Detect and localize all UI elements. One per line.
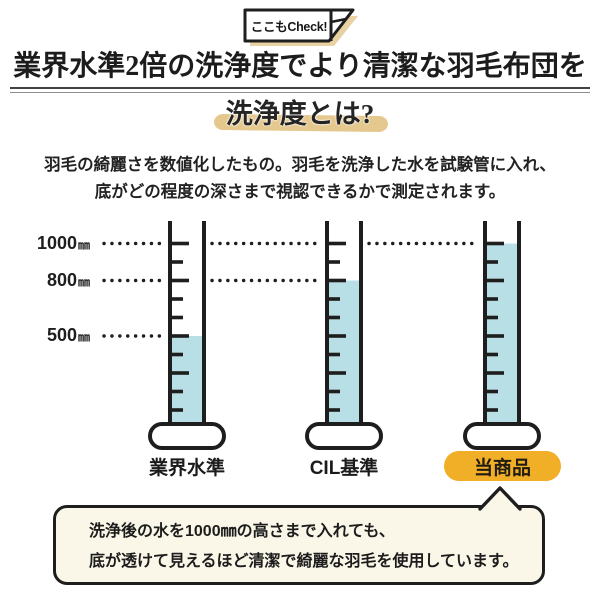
- tube-label-cil-standard: CIL基準: [309, 458, 379, 479]
- tube-tick: [487, 315, 498, 320]
- tube-wall-left: [483, 221, 487, 430]
- axis-label-1000mm: 1000㎜: [0, 233, 90, 256]
- tube-wall-right: [359, 221, 363, 430]
- tube-tick: [487, 408, 498, 412]
- callout-box: 洗浄後の水を1000㎜の高さまで入れても、 底が透けて見えるほど清潔で綺麗な羽毛…: [53, 505, 545, 585]
- tube-tick: [329, 297, 340, 301]
- badge-label: ここもCheck!: [250, 19, 328, 34]
- tube-base: [148, 422, 226, 450]
- tube-tick: [487, 334, 504, 338]
- tube-wall-right: [202, 221, 206, 430]
- tube-tick: [487, 241, 504, 246]
- callout-line-1: 洗浄後の水を1000㎜の高さまで入れても、: [89, 523, 395, 540]
- tube-tick: [172, 389, 183, 394]
- section-heading: 洗浄度とは?: [225, 99, 375, 129]
- tube-base: [463, 422, 541, 450]
- axis-label-500mm: 500㎜: [0, 325, 90, 348]
- tube-tick: [329, 278, 346, 283]
- tube-wall-right: [517, 221, 521, 430]
- tube-tick: [487, 278, 504, 283]
- axis-label-800mm: 800㎜: [0, 270, 90, 293]
- description-line-2: 底がどの程度の深さまで視認できるかで測定されます。: [94, 183, 506, 201]
- tube-tick: [329, 352, 340, 357]
- tube-tick: [172, 371, 189, 375]
- tube-wall-left: [325, 221, 329, 430]
- badge-note-body: [243, 8, 355, 43]
- axis-value: 500: [46, 325, 77, 345]
- axis-unit: ㎜: [77, 275, 90, 289]
- badge-fold-crease: [330, 17, 347, 24]
- tube-tick: [329, 241, 346, 246]
- callout-pointer-shape: [478, 486, 522, 511]
- tube-tick: [172, 278, 189, 283]
- tube-tick: [329, 260, 340, 264]
- tube-tick: [329, 371, 346, 375]
- tube-tick: [172, 260, 183, 264]
- tube-wall-left: [168, 221, 172, 430]
- tube-label-industry-standard: 業界水準: [148, 458, 225, 479]
- axis-unit: ㎜: [77, 238, 90, 252]
- tube-tick: [329, 389, 340, 394]
- callout-line-2: 底が透けて見えるほど清潔で綺麗な羽毛を使用しています。: [89, 553, 519, 570]
- page-title: 業界水準2倍の洗浄度でより清潔な羽毛布団を: [13, 51, 587, 82]
- folded-note-icon: [243, 8, 358, 46]
- title-divider: [10, 87, 590, 93]
- tube-tick: [172, 297, 183, 301]
- tube-tick: [172, 315, 183, 320]
- axis-unit: ㎜: [77, 330, 90, 344]
- tube-tick: [487, 260, 498, 264]
- callout-pointer: [478, 486, 522, 511]
- tube-tick: [329, 408, 340, 412]
- tube-tick: [172, 352, 183, 357]
- axis-value: 800: [46, 270, 77, 290]
- tube-tick: [487, 297, 498, 301]
- tube-water: [172, 336, 202, 430]
- description: 羽毛の綺麗さを数値化したもの。羽毛を洗浄した水を試験管に入れ、 底がどの程度の深…: [0, 152, 600, 206]
- tube-base: [305, 422, 383, 450]
- tube-tick: [172, 241, 189, 246]
- tube-tick: [172, 408, 183, 412]
- tube-tick: [487, 389, 498, 394]
- product-badge: 当商品: [444, 451, 561, 481]
- check-badge: ここもCheck!: [243, 8, 363, 50]
- tube-tick: [487, 352, 498, 357]
- tube-tick: [329, 315, 340, 320]
- description-line-1: 羽毛の綺麗さを数値化したもの。羽毛を洗浄した水を試験管に入れ、: [44, 156, 556, 174]
- tube-tick: [172, 334, 189, 338]
- tube-tick: [329, 334, 346, 338]
- axis-value: 1000: [36, 233, 77, 253]
- tube-tick: [487, 371, 504, 375]
